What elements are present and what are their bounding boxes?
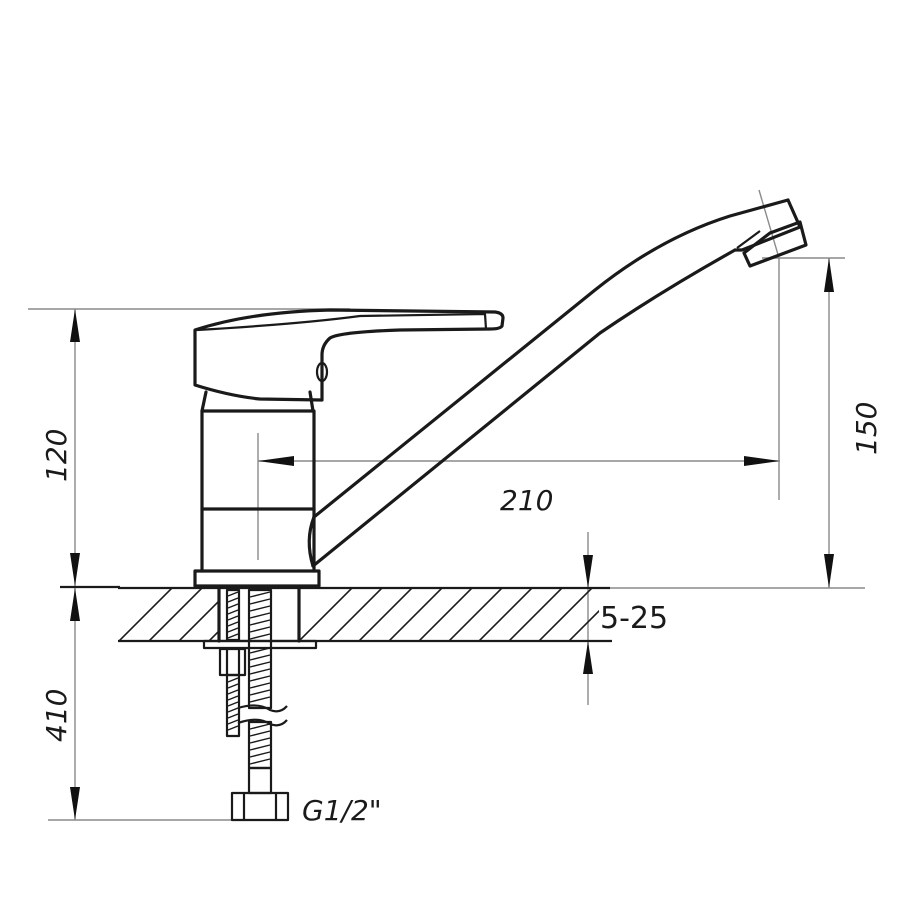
hose-connector-nut — [230, 791, 290, 822]
label-spout-height: 150 — [850, 402, 883, 455]
label-body-height: 120 — [40, 429, 73, 482]
supply-hose — [237, 588, 288, 795]
break-line-top — [237, 704, 288, 713]
label-countertop-thickness: 5-25 — [600, 601, 668, 636]
label-spout-reach: 210 — [500, 484, 553, 517]
lever-handle — [193, 308, 505, 402]
aerator — [733, 198, 808, 268]
countertop-section — [118, 586, 612, 643]
label-connection-thread: G1/2" — [302, 794, 382, 827]
mixer-body — [200, 390, 316, 573]
dimension-body-height — [28, 308, 350, 586]
dimension-countertop-thickness — [583, 532, 593, 705]
dimension-hose-length — [48, 588, 240, 821]
mounting-sleeve — [202, 587, 318, 650]
dimension-spout-reach — [257, 189, 780, 560]
label-hose-length: 410 — [40, 689, 73, 742]
mounting-nut — [218, 647, 247, 677]
spout — [307, 198, 790, 568]
mounting-stud — [225, 588, 241, 738]
break-line-bottom — [237, 718, 288, 727]
base-plate — [193, 569, 321, 588]
